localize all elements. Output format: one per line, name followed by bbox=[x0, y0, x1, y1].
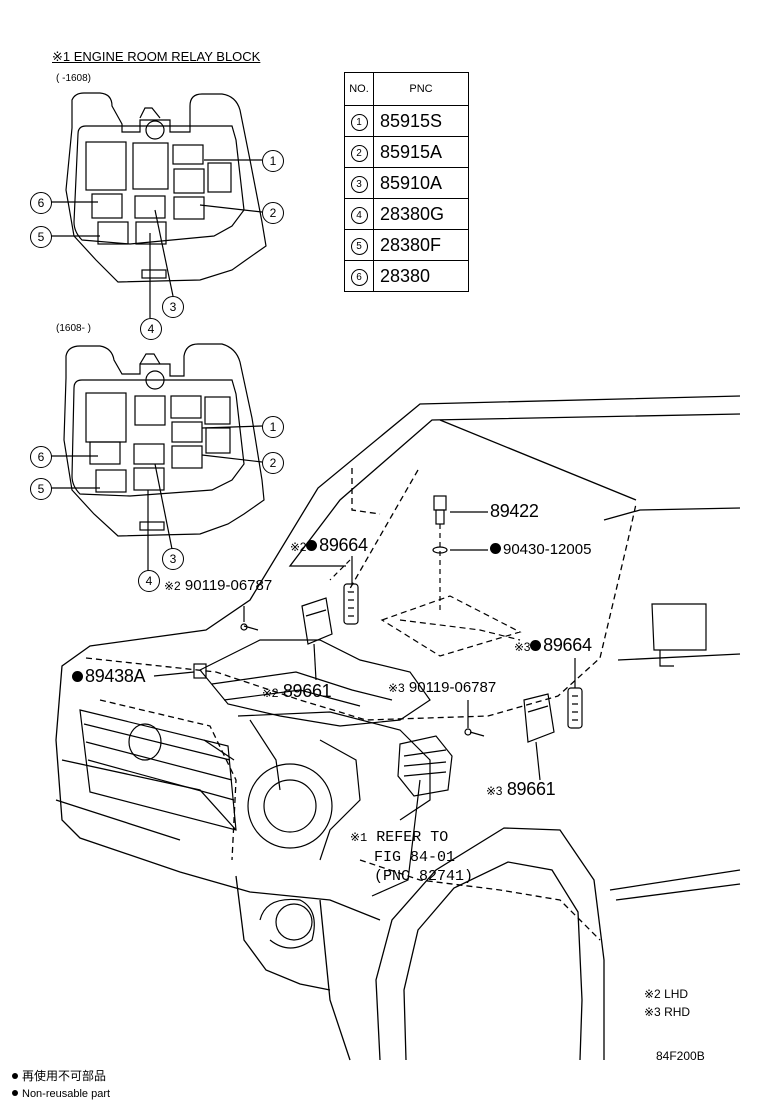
row-number: 3 bbox=[350, 175, 368, 193]
part-number: 89661 bbox=[282, 681, 332, 701]
lhd-mark: ※2 bbox=[164, 579, 181, 593]
non-reusable-dot-icon bbox=[12, 1090, 18, 1096]
table-row: 3 85910A bbox=[344, 167, 469, 199]
callout-1-top: 1 bbox=[262, 150, 284, 172]
part-label-89438a: 89438A bbox=[72, 666, 146, 686]
note-en-text: Non-reusable part bbox=[22, 1088, 111, 1100]
callout-6-bottom: 6 bbox=[30, 446, 52, 468]
row-number: 4 bbox=[350, 206, 368, 224]
relay-block-bottom bbox=[50, 343, 265, 572]
lhd-mark: ※2 bbox=[262, 686, 279, 700]
row-pnc: 85915A bbox=[373, 136, 469, 168]
note-en: Non-reusable part bbox=[12, 1089, 110, 1100]
part-label-90119-rhd: ※3 90119-06787 bbox=[388, 680, 496, 695]
side-mirror bbox=[651, 603, 707, 667]
header-pnc: PNC bbox=[373, 72, 469, 106]
part-label-89661-rhd: ※3 89661 bbox=[486, 779, 556, 799]
row-pnc: 85915S bbox=[373, 105, 469, 137]
engine-bay bbox=[199, 595, 522, 861]
note-jp-text: 再使用不可部品 bbox=[22, 1069, 107, 1083]
callout-1-bottom: 1 bbox=[262, 416, 284, 438]
callout-6-top: 6 bbox=[30, 192, 52, 214]
refer-note-line3: (PNC 82741) bbox=[374, 868, 474, 885]
lhd-mark: ※2 bbox=[290, 540, 307, 554]
row-pnc: 28380 bbox=[373, 260, 469, 292]
vehicle-outline bbox=[55, 395, 741, 1061]
part-number: 90430-12005 bbox=[503, 541, 592, 558]
relay-block-top bbox=[50, 92, 267, 318]
part-label-89664-rhd: ※3 89664 bbox=[514, 636, 592, 654]
callout-4-bottom: 4 bbox=[138, 570, 160, 592]
table-row: 2 85915A bbox=[344, 136, 469, 168]
row-pnc: 85910A bbox=[373, 167, 469, 199]
table-row: 5 28380F bbox=[344, 229, 469, 261]
part-number: 90119-06787 bbox=[408, 679, 497, 696]
range-label-bottom: (1608- ) bbox=[56, 323, 92, 334]
non-reusable-dot-icon bbox=[490, 543, 501, 554]
part-number: 89661 bbox=[506, 779, 556, 799]
legend-rhd: ※3 RHD bbox=[644, 1005, 691, 1019]
part-number: 89664 bbox=[543, 635, 592, 655]
table-row: 6 28380 bbox=[344, 260, 469, 292]
refer-note-line1: ※1 REFER TO bbox=[350, 830, 448, 846]
table-row: 4 28380G bbox=[344, 198, 469, 230]
rhd-mark: ※3 bbox=[486, 784, 503, 798]
part-sensors bbox=[153, 495, 583, 781]
callout-5-top: 5 bbox=[30, 226, 52, 248]
row-number: 5 bbox=[350, 237, 368, 255]
non-reusable-dot-icon bbox=[12, 1073, 18, 1079]
legend-lhd: ※2 LHD bbox=[644, 987, 689, 1001]
callout-3-bottom: 3 bbox=[162, 548, 184, 570]
refer-leader bbox=[371, 779, 421, 897]
figure-code: 84F200B bbox=[656, 1049, 705, 1063]
part-label-89661-lhd: ※2 89661 bbox=[262, 681, 332, 701]
row-number: 1 bbox=[350, 113, 368, 131]
refer-note-line2: FIG 84-01 bbox=[374, 849, 456, 866]
part-label-90430: 90430-12005 bbox=[490, 542, 591, 557]
row-pnc: 28380G bbox=[373, 198, 469, 230]
relay-block-title: ※1 ENGINE ROOM RELAY BLOCK bbox=[52, 49, 261, 64]
refer-mark: ※1 bbox=[350, 831, 368, 845]
rhd-mark: ※3 bbox=[388, 681, 405, 695]
non-reusable-dot-icon bbox=[306, 540, 318, 551]
table-row: 1 85915S bbox=[344, 105, 469, 137]
part-number: 90119-06787 bbox=[184, 577, 273, 594]
header-no: NO. bbox=[344, 72, 374, 106]
front-grille bbox=[79, 709, 333, 949]
non-reusable-dot-icon bbox=[72, 671, 83, 682]
pnc-table-header: NO. PNC bbox=[344, 72, 469, 106]
row-pnc: 28380F bbox=[373, 229, 469, 261]
callout-5-bottom: 5 bbox=[30, 478, 52, 500]
pnc-table: NO. PNC 1 85915S 2 85915A 3 85910A 4 283… bbox=[344, 72, 469, 292]
part-label-89422: 89422 bbox=[490, 501, 539, 521]
note-jp: 再使用不可部品 bbox=[12, 1070, 106, 1082]
part-label-89664-lhd: ※2 89664 bbox=[290, 536, 368, 554]
refer-text: REFER TO bbox=[376, 829, 449, 846]
rhd-mark: ※3 bbox=[514, 640, 531, 654]
callout-4-top: 4 bbox=[140, 318, 162, 340]
non-reusable-dot-icon bbox=[530, 640, 542, 651]
row-number: 6 bbox=[350, 268, 368, 286]
callout-3-top: 3 bbox=[162, 296, 184, 318]
part-number: 89664 bbox=[319, 535, 368, 555]
range-label-top: ( -1608) bbox=[56, 73, 92, 84]
part-number: 89438A bbox=[85, 666, 146, 686]
part-label-90119-lhd: ※2 90119-06787 bbox=[164, 578, 272, 593]
row-number: 2 bbox=[350, 144, 368, 162]
callout-2-bottom: 2 bbox=[262, 452, 284, 474]
callout-2-top: 2 bbox=[262, 202, 284, 224]
